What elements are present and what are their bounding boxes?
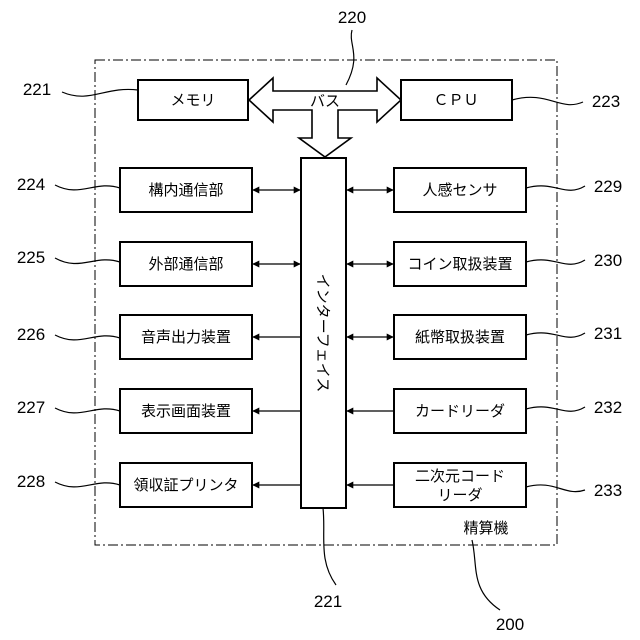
coin-handler-label: コイン取扱装置 — [407, 255, 512, 273]
leader-receipt-printer — [55, 482, 120, 487]
leader-internal-comm — [55, 185, 120, 190]
ref-interface: 221 — [314, 592, 342, 611]
leader-cpu — [512, 97, 583, 104]
card-reader-label: カードリーダ — [415, 402, 505, 420]
memory-label: メモリ — [170, 91, 215, 109]
leader-memory — [62, 89, 138, 96]
leader-motion-sensor — [526, 186, 585, 190]
ref-memory: 221 — [23, 80, 51, 99]
ref-audio-output: 226 — [17, 325, 45, 344]
bus-arrow — [249, 78, 401, 157]
leader-external-comm — [55, 258, 120, 264]
audio-output-label: 音声出力装置 — [141, 328, 231, 346]
ref-bill-handler: 231 — [594, 324, 622, 343]
leader-coin-handler — [526, 260, 585, 264]
ref-qr-reader: 233 — [594, 481, 622, 500]
cpu-label: ＣＰＵ — [433, 91, 478, 109]
qr-reader-label-line2: リーダ — [437, 486, 482, 504]
leader-interface — [323, 508, 336, 585]
display-label: 表示画面装置 — [141, 402, 231, 420]
ref-bus: 220 — [338, 8, 366, 27]
qr-reader-label-line1: 二次元コード — [415, 467, 505, 485]
ref-display: 227 — [17, 398, 45, 417]
leader-card-reader — [526, 407, 585, 411]
receipt-printer-label: 領収証プリンタ — [133, 476, 238, 494]
ref-cpu: 223 — [592, 92, 620, 111]
internal-comm-label: 構内通信部 — [148, 181, 223, 199]
ref-card-reader: 232 — [594, 398, 622, 417]
leader-audio-output — [55, 335, 120, 340]
ref-coin-handler: 230 — [594, 251, 622, 270]
ref-internal-comm: 224 — [17, 175, 45, 194]
leader-bill-handler — [526, 333, 585, 337]
leader-bus — [346, 30, 354, 85]
ref-receipt-printer: 228 — [17, 472, 45, 491]
ref-machine: 200 — [496, 615, 524, 634]
leader-qr-reader — [526, 485, 585, 492]
ref-motion-sensor: 229 — [594, 177, 622, 196]
leader-display — [55, 408, 120, 413]
leader-machine — [472, 540, 500, 610]
bus-label: バス — [310, 92, 340, 110]
motion-sensor-label: 人感センサ — [422, 181, 497, 199]
bill-handler-label: 紙幣取扱装置 — [415, 328, 505, 346]
machine-label: 精算機 — [463, 519, 508, 537]
ref-external-comm: 225 — [17, 248, 45, 267]
interface-label: インターフェイス — [314, 274, 332, 393]
external-comm-label: 外部通信部 — [148, 255, 223, 273]
